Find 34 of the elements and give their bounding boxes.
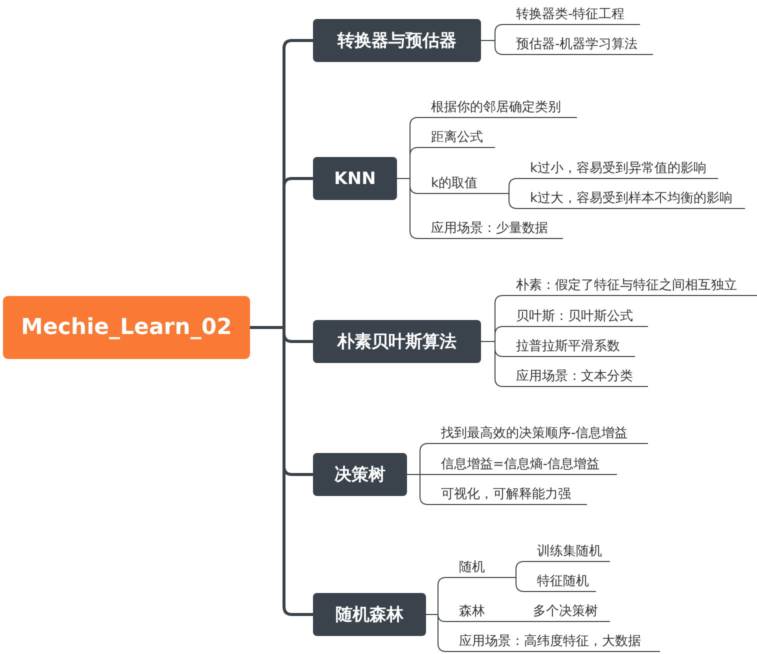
- subtopic-label: 随机: [446, 558, 510, 578]
- branch-line: [426, 614, 446, 652]
- subtopic-label: 找到最高效的决策顺序-信息增益: [428, 424, 648, 444]
- subtopic-label: 森林: [446, 602, 506, 622]
- branch-line: [250, 326, 313, 616]
- topic-box: 随机森林: [313, 593, 426, 636]
- branch-line: [502, 193, 518, 209]
- branch-line: [480, 341, 504, 387]
- subtopic-label: 训练集随机: [524, 542, 610, 562]
- subtopic-label: k过小，容易受到异常值的影响: [517, 159, 718, 179]
- subtopic-label: 多个决策树: [520, 602, 610, 622]
- subtopic-label: 应用场景：高纬度特征，大数据: [446, 632, 660, 652]
- subtopic-label: 信息增益=信息熵-信息增益: [428, 455, 617, 475]
- topic-box: 朴素贝叶斯算法: [313, 320, 481, 363]
- subtopic-label: 根据你的邻居确定类别: [418, 98, 577, 118]
- subtopic-label: 应用场景：文本分类: [503, 367, 648, 387]
- branch-line: [510, 577, 524, 592]
- subtopic-label: 可视化，可解释能力强: [428, 485, 587, 505]
- central-topic-box: Mechie_Learn_02: [3, 296, 250, 359]
- topic-box: KNN: [313, 157, 397, 200]
- subtopic-label: 朴素：假定了特征与特征之间相互独立: [503, 276, 757, 296]
- branch-line: [506, 621, 520, 622]
- subtopic-label: 应用场景：少量数据: [418, 219, 563, 239]
- subtopic-label: 转换器类-特征工程: [503, 5, 640, 25]
- subtopic-label: 距离公式: [418, 128, 495, 148]
- subtopic-label: 特征随机: [524, 572, 596, 592]
- topic-box: 转换器与预估器: [313, 19, 481, 62]
- subtopic-label: 拉普拉斯平滑系数: [503, 337, 635, 357]
- branch-line: [480, 40, 504, 55]
- subtopic-label: k过大，容易受到样本不均衡的影响: [517, 189, 745, 209]
- subtopic-label: 预估器-机器学习算法: [503, 35, 653, 55]
- subtopic-label: 贝叶斯：贝叶斯公式: [503, 307, 648, 327]
- topic-box: 决策树: [313, 453, 407, 496]
- subtopic-label: k的取值: [418, 174, 503, 194]
